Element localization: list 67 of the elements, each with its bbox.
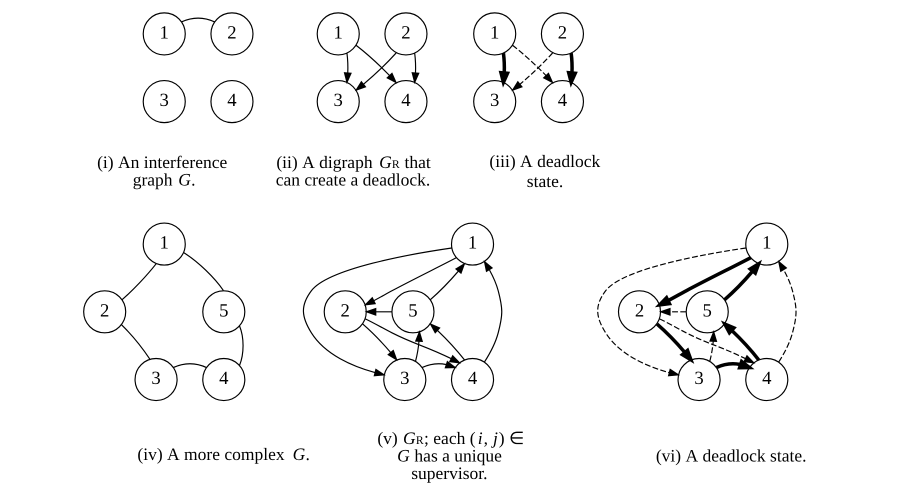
arrow: [654, 256, 752, 308]
arrow: [723, 260, 762, 302]
label: (vi) A deadlock state.: [656, 445, 806, 466]
node-circle: 4: [745, 358, 788, 402]
arrow: [778, 260, 797, 362]
arrow: [344, 53, 352, 84]
node-circle: 4: [202, 358, 246, 402]
node-circle: 1: [142, 12, 186, 56]
node-circle: 1: [473, 12, 516, 56]
arrow: [484, 260, 502, 362]
arrow: [356, 44, 398, 84]
arrow: [658, 308, 686, 316]
node-circle: 2: [384, 12, 428, 56]
node-circle: 2: [83, 290, 126, 334]
node-circle: 5: [686, 290, 729, 334]
arrow: [354, 52, 397, 92]
arrow: [362, 324, 398, 362]
arrow: [512, 44, 554, 84]
arrow: [430, 262, 466, 300]
arrow: [659, 318, 756, 364]
arrow: [422, 360, 457, 368]
arrow: [365, 318, 462, 364]
arrow: [709, 330, 718, 362]
connector: [184, 252, 224, 291]
arrow: [498, 53, 510, 88]
label: (v) GR; each (i, j) ∈ G has a unique supervisor.: [377, 428, 525, 483]
node-circle: 5: [202, 290, 246, 334]
arrow: [720, 320, 760, 361]
connector: [121, 324, 150, 360]
node-circle: 2: [540, 12, 584, 56]
node-circle: 1: [142, 222, 186, 266]
node-circle: 1: [450, 222, 494, 266]
node-circle: 3: [316, 80, 360, 124]
node-circle: 4: [450, 358, 494, 402]
label: (iv) A more complex G.: [137, 444, 310, 464]
label: (i) An interference graph G.: [97, 152, 228, 190]
label: (iii) A deadlock state.: [489, 151, 600, 191]
node-circle: 3: [134, 358, 178, 402]
arrow: [414, 330, 424, 362]
node-circle: 1: [745, 222, 788, 266]
node-circle: 3: [383, 358, 426, 402]
node-circle: 3: [677, 358, 721, 402]
arrow: [411, 53, 420, 84]
arrow: [597, 247, 746, 376]
connector: [122, 263, 157, 300]
arrow: [656, 322, 694, 364]
connector: [181, 18, 215, 22]
arrow: [302, 247, 452, 376]
arrow: [429, 322, 465, 360]
node-circle: 4: [384, 80, 428, 124]
node-circle: 2: [210, 12, 254, 56]
node-circle: 2: [324, 290, 367, 334]
arrow: [364, 308, 392, 316]
node-circle: 2: [618, 290, 662, 334]
arrow: [566, 53, 578, 88]
label: (ii) A digraph GR that can create a deadlock.: [276, 152, 431, 190]
node-circle: 5: [391, 290, 435, 334]
arrow: [511, 52, 554, 92]
arrow: [364, 257, 457, 306]
node-circle: 3: [142, 80, 186, 124]
connector: [173, 363, 207, 368]
connector: [238, 326, 244, 366]
node-circle: 4: [210, 80, 254, 124]
node-circle: 1: [316, 12, 360, 56]
node-circle: 4: [540, 80, 584, 124]
arrow: [716, 358, 755, 370]
node-circle: 3: [473, 80, 516, 124]
